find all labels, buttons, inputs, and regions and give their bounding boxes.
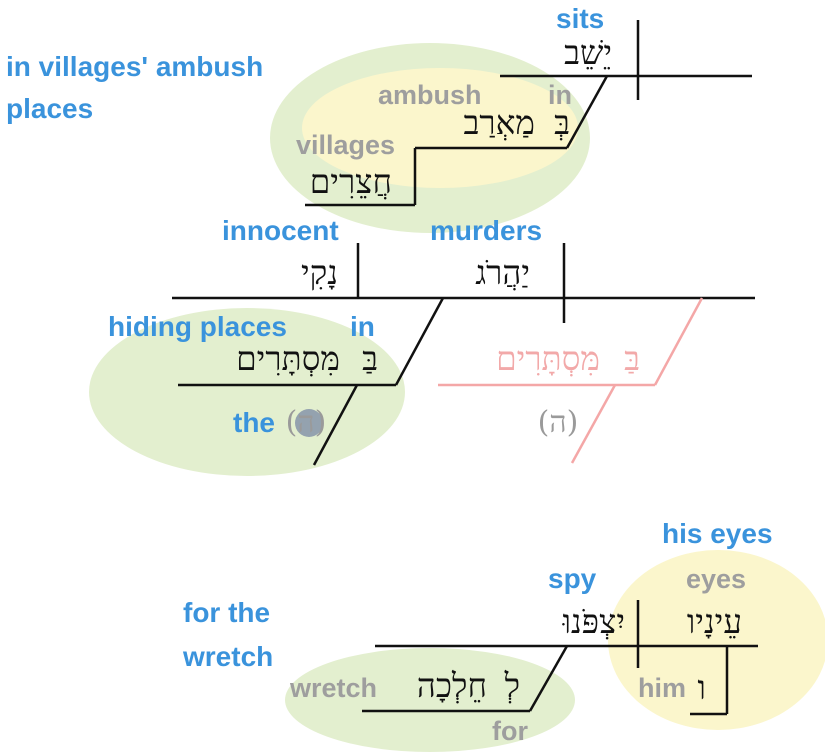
gloss-spy: spy (548, 563, 597, 594)
gloss-in-ambush: in (548, 80, 572, 110)
hebrew-prep-b: בְּ (554, 103, 570, 142)
gloss-the: the (233, 407, 275, 438)
hebrew-wretch: חֵלְכָה (417, 666, 487, 705)
ghost-article-slant (570, 384, 617, 464)
gloss-ambush: ambush (378, 80, 482, 110)
phrase-label-villages-ambush: in villages' ambush (6, 51, 263, 82)
gloss-eyes: eyes (686, 564, 746, 594)
prep-slant-wretch (528, 645, 569, 712)
prep-slant-ambush (565, 75, 609, 149)
hebrew-hiding-places: מִּסְתָּרִים (236, 339, 340, 378)
gloss-hiding-places: hiding places (108, 311, 287, 342)
phrase-label-his-eyes: his eyes (662, 518, 773, 549)
phrase-highlight-hiding-places (89, 308, 405, 476)
article-slant (312, 384, 359, 466)
hebrew-prep-l: לְ (504, 666, 520, 705)
hebrew-spy: יִצְפֹּנוּ (562, 602, 625, 641)
ghost-hebrew-article: (ה) (538, 405, 579, 440)
phrase-highlight-his-eyes (608, 550, 825, 730)
phrase-label-places: places (6, 93, 93, 124)
hebrew-murders: יַהֲרֹג (475, 253, 530, 292)
phrase-label-for-the: for the (183, 597, 270, 628)
hebrew-ambush: מַאְרַב (464, 103, 535, 142)
hebrew-article: (ה) (286, 405, 327, 440)
phrase-label-wretch: wretch (182, 641, 273, 672)
hebrew-prep-ba: בַּ (362, 339, 378, 378)
phrase-highlight-ambush (302, 68, 578, 188)
hebrew-eyes: עֵינָיו (687, 602, 742, 641)
ghost-hebrew-prep-ba: בַּ (624, 339, 640, 378)
phrase-highlight-wretch (285, 648, 575, 752)
ghost-prep-slant (653, 297, 704, 386)
hebrew-villages: חֲצֵרִים (310, 162, 392, 201)
hebrew-suffix-him: ו (698, 668, 706, 707)
gloss-for: for (492, 716, 528, 746)
gloss-innocent: innocent (222, 215, 339, 246)
gloss-him: him (638, 673, 686, 703)
gloss-wretch: wretch (289, 673, 377, 703)
ghost-hebrew-hiding-places: מִּסְתָּרִים (496, 339, 600, 378)
gloss-sits: sits (556, 3, 604, 34)
prep-slant-hiding (394, 297, 445, 386)
hebrew-sits: יֵשֵׁב (564, 33, 612, 72)
gloss-villages: villages (296, 130, 395, 160)
article-marker (295, 409, 323, 437)
hebrew-innocent: נָקִי (301, 253, 338, 292)
gloss-in-hiding: in (350, 311, 375, 342)
gloss-murders: murders (430, 215, 542, 246)
